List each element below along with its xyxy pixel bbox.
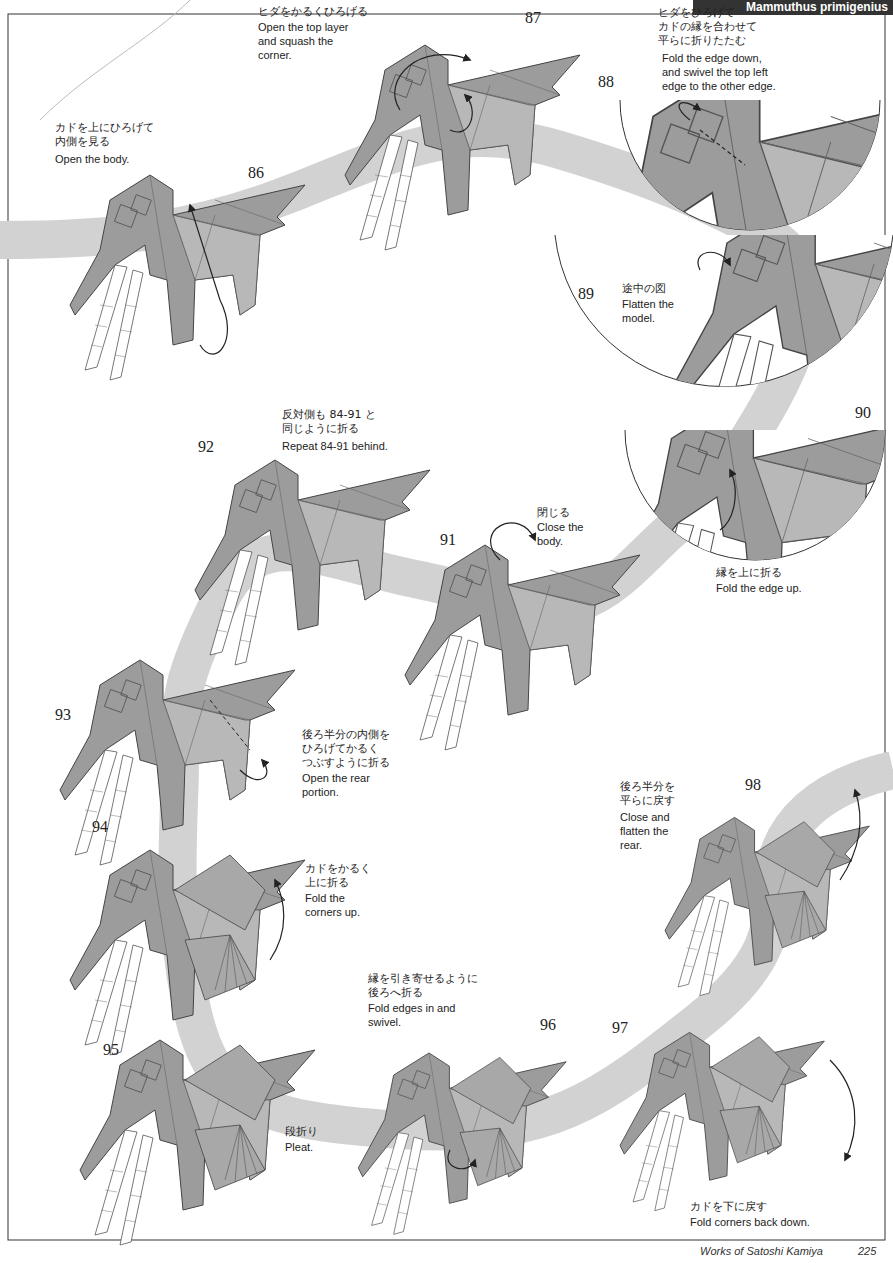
instruction-en: Open the top layer and squash the corner…: [258, 21, 358, 62]
instruction-en: Fold edges in and swivel.: [368, 1002, 468, 1030]
instruction-ja: カドを上にひろげて 内側を見る: [55, 121, 154, 149]
instruction-en: Fold the edge down, and swivel the top l…: [662, 52, 780, 93]
instruction-ja: 後ろ半分の内側を ひろげてかるく つぶすように折る: [302, 728, 390, 769]
step-number: 86: [248, 163, 264, 183]
instruction-en: Fold corners back down.: [690, 1216, 810, 1230]
footer-text: 225: [858, 1245, 876, 1259]
step-number: 90: [855, 403, 871, 423]
instruction-en: Open the body.: [55, 153, 165, 167]
step-number: 93: [55, 705, 71, 725]
instruction-ja: ヒダをひろげて カドの縁を合わせて 平らに折りたたむ: [658, 6, 757, 47]
decor-line: [40, 0, 190, 120]
instruction-ja: 反対側も 84-91 と 同じように折る: [282, 408, 388, 436]
header-title: Mammuthus primigenius: [746, 0, 888, 15]
step-number: 96: [540, 1015, 556, 1035]
instruction-en: Flatten the model.: [622, 298, 692, 326]
instruction-en: Pleat.: [285, 1141, 313, 1155]
step-number: 95: [103, 1040, 119, 1060]
step-number: 98: [745, 775, 761, 795]
step-number: 92: [198, 437, 214, 457]
instruction-ja: 縁を引き寄せるように 後ろへ折る: [368, 972, 478, 1000]
step-number: 89: [578, 284, 594, 304]
step-number: 87: [525, 8, 541, 28]
step-figure: [60, 660, 295, 865]
instruction-en: Fold the corners up.: [305, 892, 380, 920]
step-figure: [195, 460, 430, 665]
instruction-ja: ヒダをかるくひろげる: [258, 5, 368, 19]
instruction-ja: 縁を上に折る: [716, 566, 782, 580]
step-number: 91: [440, 530, 456, 550]
instruction-ja: 途中の図: [622, 282, 666, 296]
step-figure: [70, 175, 305, 380]
instruction-en: Open the rear portion.: [302, 772, 387, 800]
instruction-en: Fold the edge up.: [716, 582, 802, 596]
instruction-en: Close the body.: [537, 521, 612, 549]
step-number: 97: [612, 1018, 628, 1038]
instruction-ja: 段折り: [285, 1125, 318, 1139]
instruction-ja: カドをかるく 上に折る: [305, 862, 371, 890]
step-figure: [665, 790, 869, 996]
inset-figure: [620, 406, 893, 673]
instruction-ja: カドを下に戻す: [690, 1200, 767, 1214]
footer-text: Works of Satoshi Kamiya: [700, 1245, 823, 1259]
step-figure: [620, 1032, 855, 1210]
instruction-en: Repeat 84-91 behind.: [282, 440, 388, 454]
step-figure: [358, 1053, 566, 1234]
step-figure: [405, 523, 640, 750]
instruction-en: Close and flatten the rear.: [620, 811, 682, 852]
instruction-ja: 後ろ半分を 平らに戻す: [620, 780, 675, 808]
step-figure: [70, 850, 305, 1055]
step-figure: [345, 45, 580, 250]
step-number: 94: [92, 817, 108, 837]
instruction-ja: 閉じる: [537, 506, 570, 520]
step-figure: [80, 1040, 315, 1245]
step-number: 88: [598, 72, 614, 92]
